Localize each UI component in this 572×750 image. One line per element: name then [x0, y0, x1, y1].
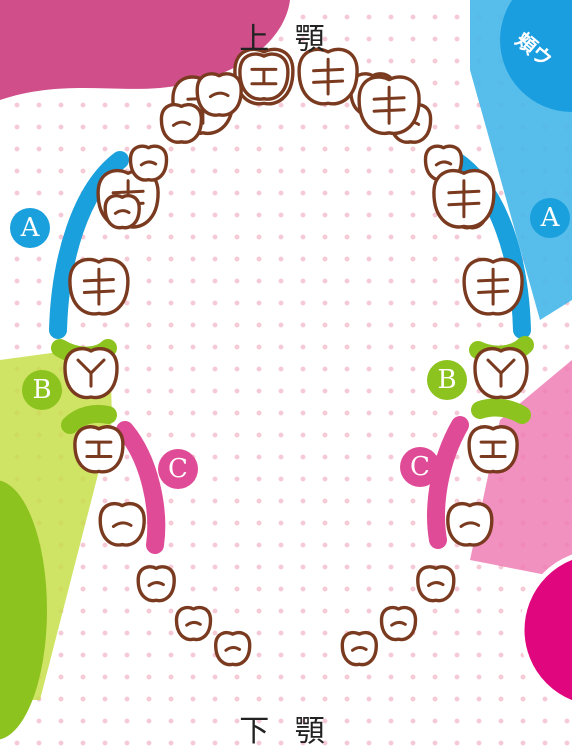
tooth	[216, 633, 250, 665]
tooth	[382, 608, 416, 640]
tooth	[342, 633, 376, 665]
lower-jaw-label: 下 顎	[0, 706, 572, 750]
tooth	[65, 349, 117, 398]
tooth	[448, 504, 492, 545]
zone-c-badge-right: C	[400, 447, 440, 487]
zone-a-badge-left: A	[10, 208, 50, 248]
tooth	[105, 196, 139, 228]
upper-jaw-label: 上 顎	[0, 14, 572, 58]
tooth	[161, 105, 201, 143]
tooth	[197, 74, 241, 115]
tooth	[70, 259, 128, 314]
tooth-arch	[65, 49, 527, 664]
tooth	[359, 77, 419, 133]
tooth	[240, 54, 288, 99]
zone-c-badge-left: C	[158, 449, 198, 489]
magenta-corner-circle	[522, 552, 572, 708]
zone-b-arc-right-2	[480, 408, 522, 415]
tooth	[177, 608, 211, 640]
zone-b-badge-right: B	[427, 360, 467, 400]
zone-a-badge-right: A	[530, 198, 570, 238]
tooth	[434, 171, 494, 227]
tooth	[475, 349, 527, 398]
tooth	[418, 567, 454, 601]
tooth	[138, 567, 174, 601]
tooth	[464, 259, 522, 314]
tooth	[100, 504, 144, 545]
tooth	[75, 427, 123, 472]
zone-b-badge-left: B	[22, 370, 62, 410]
tooth	[131, 146, 167, 180]
tooth	[469, 427, 517, 472]
